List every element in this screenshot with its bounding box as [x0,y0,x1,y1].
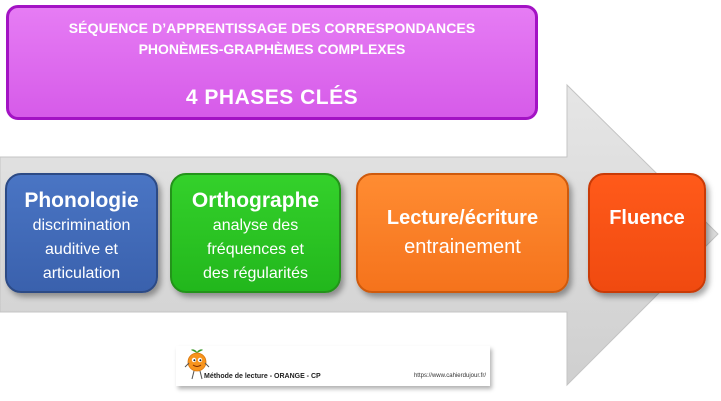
phase-desc-line: analyse des [212,217,299,234]
phase-lecture-ecriture: Lecture/écriture entrainement [356,173,569,293]
phase-desc-line: fréquences et [207,241,304,258]
phase-phonologie: Phonologie discrimination auditive et ar… [5,173,158,293]
footer-url: https://www.cahierdujour.fr/ [413,373,486,379]
title-box: SÉQUENCE D’APPRENTISSAGE DES CORRESPONDA… [6,5,538,120]
phase-title: Fluence [609,207,685,229]
phase-desc-line: articulation [42,265,121,282]
title-line-2: PHONÈMES-GRAPHÈMES COMPLEXES [138,41,406,57]
phase-orthographe: Orthographe analyse des fréquences et de… [170,173,341,293]
title-line-3: 4 PHASES CLÉS [185,86,359,109]
phase-fluence: Fluence [588,173,706,293]
phase-desc-line: discrimination [32,217,131,234]
phase-title: Phonologie [24,189,139,212]
footer-logo: Méthode de lecture - ORANGE - CP https:/… [176,346,490,386]
phase-title: Orthographe [191,189,320,212]
orange-mascot-icon [184,349,210,380]
title-line-1: SÉQUENCE D’APPRENTISSAGE DES CORRESPONDA… [68,20,476,36]
phase-desc-line: entrainement [404,236,521,258]
phase-desc-line: auditive et [45,241,118,258]
footer-method-text: Méthode de lecture - ORANGE - CP [204,373,321,380]
phase-desc-line: des régularités [203,265,308,282]
phase-title: Lecture/écriture [386,207,539,229]
